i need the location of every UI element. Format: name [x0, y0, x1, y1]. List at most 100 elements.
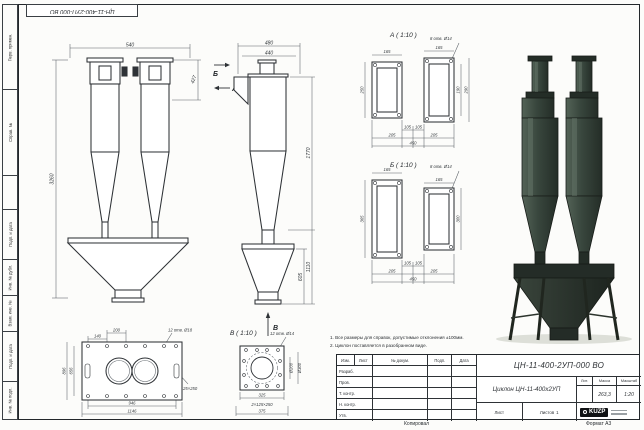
- signature-row: Т. контр.: [337, 388, 476, 399]
- view-b: Б ( 1:10 ) 165 165 8 отв. Ø14 365 300 10…: [360, 162, 462, 284]
- company-text-lines: [611, 409, 628, 415]
- stamp-label: Подп. и дата: [7, 222, 13, 247]
- stamp-label: Справ. №: [7, 123, 13, 142]
- rotated-designation-box: ЦН-11-400-2УП-000 ВО: [26, 4, 138, 17]
- holes-note: 12 отв. Ø14: [270, 331, 295, 336]
- logo-text: KUZP: [589, 409, 606, 415]
- signature-row: Разраб.: [337, 366, 476, 377]
- dim-105: 105: [415, 261, 423, 266]
- stamp-label: Подп. и дата: [7, 344, 13, 369]
- view-a-outline: [371, 57, 455, 123]
- view-b-outline: [371, 179, 455, 259]
- bottom-flange-view: 200 140 12 отв. Ø18 656 896 946 1146 2×1…: [62, 328, 198, 417]
- kuzp-logo: KUZP: [580, 407, 609, 417]
- view-v: В ( 1:10 ) 12 отв. Ø14 Ø200 Ø300 325 2×1…: [230, 330, 302, 416]
- dim-325: 325: [259, 393, 267, 398]
- view-b-holes: [373, 181, 453, 257]
- render-hopper-stand: [508, 263, 620, 341]
- title-block: Изм. Лист № докум. Подп. Дата Разраб. Пр…: [336, 354, 641, 421]
- signature-table: Изм. Лист № докум. Подп. Дата Разраб. Пр…: [337, 355, 477, 421]
- dim-300: 300: [456, 215, 461, 223]
- stamp-cell-empty: [2, 176, 18, 210]
- company-cell: KUZP: [577, 403, 641, 421]
- bottom-view-details: [84, 360, 180, 382]
- col-list: Лист: [354, 355, 373, 366]
- arrow-label-v: В: [273, 325, 278, 332]
- dim-165: 165: [436, 177, 444, 182]
- side-view: 480 440 Ø408 1770 1110 605 Б А В: [213, 41, 315, 336]
- front-view-dim-lines: [52, 44, 201, 299]
- holes-note: 8 отв. Ø14: [430, 36, 452, 41]
- dim-427: 427: [190, 75, 199, 85]
- sheet-label: Лист: [477, 403, 523, 421]
- dim-205: 205: [388, 269, 397, 274]
- dim-540: 540: [126, 43, 135, 49]
- stamp-cell-vzam-inv: Взам. инв. №: [2, 296, 18, 332]
- scale-value: 1:20: [624, 391, 634, 398]
- dim-d200: Ø200: [289, 362, 294, 374]
- product-name: Циклон ЦН-11-400х2УП: [477, 377, 577, 403]
- dim-105: 105: [415, 125, 423, 130]
- view-v-details: [246, 352, 278, 384]
- view-v-title: В ( 1:10 ): [230, 330, 257, 337]
- slot-note: 2×125×250: [250, 402, 273, 407]
- gost-stamp-strip: Перв. примен. Справ. № Подп. и дата Инв.…: [2, 4, 18, 420]
- view-a: А ( 1:10 ) 165 165 8 отв. Ø14 250 190 29…: [360, 32, 470, 148]
- view-a-holes: [373, 59, 453, 121]
- dim-205: 205: [388, 133, 397, 138]
- front-view: 540 3260 427: [50, 43, 201, 303]
- stamp-cell-inv-podl: Инв. № подл.: [2, 382, 18, 420]
- stamp-label: Взам. инв. №: [7, 300, 13, 327]
- view-v-outline: [239, 345, 285, 391]
- dim-3260: 3260: [50, 173, 56, 184]
- arrow-label-b: Б: [213, 71, 218, 78]
- lit-label: Лит.: [577, 377, 593, 386]
- dim-205: 205: [430, 269, 439, 274]
- drawing-notes: 1. Все размеры для справок, допустимые о…: [330, 334, 482, 350]
- rotated-designation: ЦН-11-400-2УП-000 ВО: [49, 7, 115, 14]
- scale-label: Масштаб: [617, 377, 641, 386]
- signature-row: Пров.: [337, 377, 476, 388]
- dim-205: 205: [430, 133, 439, 138]
- bottom-view-outline: [81, 341, 183, 401]
- note-2: 2. Циклон поставляется в разобранном вид…: [330, 343, 427, 348]
- dim-656: 656: [69, 367, 74, 375]
- dim-375: 375: [259, 409, 267, 414]
- dim-105: 105: [404, 261, 412, 266]
- dim-165: 165: [436, 45, 444, 50]
- dim-165: 165: [384, 49, 392, 54]
- view-a-title: А ( 1:10 ): [389, 32, 417, 39]
- signature-header-row: Изм. Лист № докум. Подп. Дата: [337, 355, 476, 366]
- dim-105: 105: [404, 125, 412, 130]
- dim-450: 450: [410, 141, 418, 146]
- mass-label: Масса: [593, 377, 617, 386]
- note-1: 1. Все размеры для справок, допустимые о…: [330, 335, 464, 340]
- col-dokum: № докум.: [372, 355, 429, 366]
- stamp-cell-podp-data-1: Подп. и дата: [2, 210, 18, 260]
- dim-250: 250: [360, 86, 365, 95]
- dim-1110: 1110: [306, 262, 312, 273]
- cyclone-3d-render: [496, 55, 632, 344]
- dim-605: 605: [298, 273, 304, 282]
- stamp-cell-podp-data-2: Подп. и дата: [2, 332, 18, 382]
- stamp-label: Инв. № подл.: [7, 387, 13, 414]
- dim-450: 450: [410, 277, 418, 282]
- slot-note: 2×125×250: [175, 386, 198, 391]
- stamp-label: Перв. примен.: [7, 33, 13, 61]
- bottom-view-holes: [86, 344, 178, 398]
- copied-label: Копировал: [404, 421, 430, 427]
- view-b-title: Б ( 1:10 ): [390, 162, 417, 169]
- format-label: Формат А3: [586, 421, 612, 427]
- render-highlights: [528, 62, 582, 196]
- sheets-value: 1: [556, 409, 559, 415]
- render-cyclone-bodies: [521, 55, 603, 267]
- side-view-dim-lines: [237, 43, 315, 305]
- col-data: Дата: [452, 355, 476, 366]
- dim-140: 140: [94, 334, 102, 339]
- dim-365: 365: [360, 215, 365, 223]
- dim-946: 946: [129, 401, 137, 406]
- dim-190: 190: [456, 86, 461, 94]
- view-v-holes: [242, 348, 282, 388]
- holes-note: 8 отв. Ø14: [430, 164, 452, 169]
- lit-value: [577, 386, 593, 403]
